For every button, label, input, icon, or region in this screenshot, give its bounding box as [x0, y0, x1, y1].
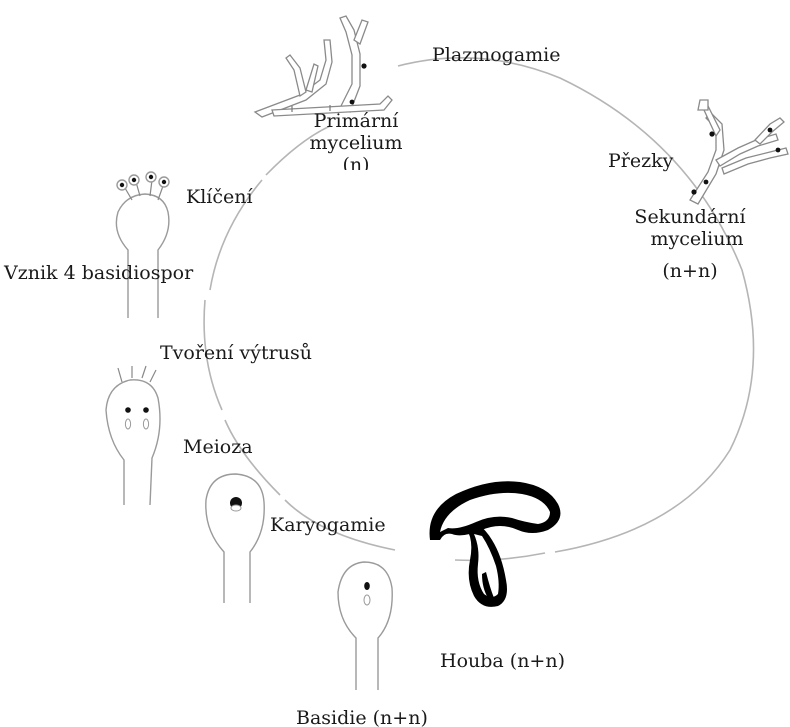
basidium-meiosis — [106, 366, 160, 505]
cycle-circle — [204, 58, 753, 561]
secondary-mycelium — [690, 100, 788, 204]
label-karyogamie: Karyogamie — [270, 514, 386, 536]
label-sekundarni-line1: Sekundární — [630, 206, 750, 228]
basidium-four-spores — [116, 172, 169, 318]
label-sekundarni-line3: (n+n) — [630, 260, 750, 282]
label-sekundarni-line2: mycelium — [644, 228, 750, 250]
basidium-young — [338, 562, 392, 690]
primary-mycelium — [255, 16, 392, 117]
label-plazmogamie: Plazmogamie — [432, 44, 560, 66]
label-houba: Houba (n+n) — [440, 650, 565, 672]
basidium-karyogamy — [206, 474, 264, 603]
mushroom-icon — [430, 481, 561, 607]
label-meioza: Meioza — [183, 436, 253, 458]
label-primarni-mycelium: Primární mycelium (n) — [296, 110, 416, 170]
label-primarni-line3: (n) — [296, 154, 416, 170]
label-tvoreni-vytrusu: Tvoření výtrusů — [160, 342, 312, 364]
label-prezky: Přezky — [608, 150, 673, 172]
label-primarni-line2: mycelium — [296, 132, 416, 154]
label-basidie: Basidie (n+n) — [296, 707, 428, 727]
label-primarni-line1: Primární — [296, 110, 416, 132]
label-vznik-basidiospor: Vznik 4 basidiospor — [4, 262, 193, 284]
label-sekundarni-mycelium: Sekundární mycelium (n+n) — [630, 206, 750, 282]
label-kliceni: Klíčení — [186, 186, 253, 208]
